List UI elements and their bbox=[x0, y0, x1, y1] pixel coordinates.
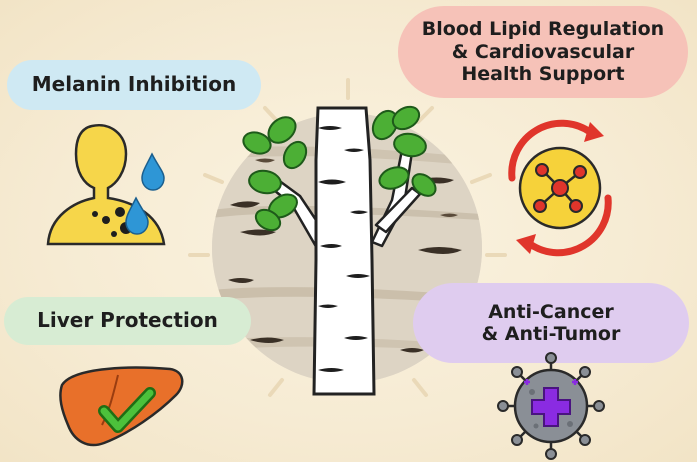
label-blood-line2: & Cardiovascular bbox=[451, 40, 635, 63]
label-liver-protection: Liver Protection bbox=[4, 297, 251, 345]
tree-leaves bbox=[242, 105, 437, 232]
label-melanin-inhibition: Melanin Inhibition bbox=[7, 60, 261, 110]
label-blood-line1: Blood Lipid Regulation bbox=[421, 18, 665, 41]
trunk-marks bbox=[318, 126, 370, 372]
label-anti-cancer: Anti-Cancer & Anti-Tumor bbox=[413, 283, 689, 363]
label-blood-line3: Health Support bbox=[461, 63, 625, 86]
label-liver-text: Liver Protection bbox=[37, 308, 218, 333]
label-melanin-text: Melanin Inhibition bbox=[31, 72, 237, 97]
label-cancer-line1: Anti-Cancer bbox=[488, 300, 614, 323]
virus-plus-icon bbox=[497, 352, 605, 460]
label-blood-lipid: Blood Lipid Regulation & Cardiovascular … bbox=[398, 6, 688, 98]
liver-checkmark-icon bbox=[59, 366, 184, 447]
tree-trunk bbox=[312, 106, 376, 396]
lipid-molecule-cycle-icon bbox=[508, 119, 612, 257]
person-skin-spots-icon bbox=[46, 123, 166, 246]
label-cancer-line2: & Anti-Tumor bbox=[481, 323, 621, 345]
